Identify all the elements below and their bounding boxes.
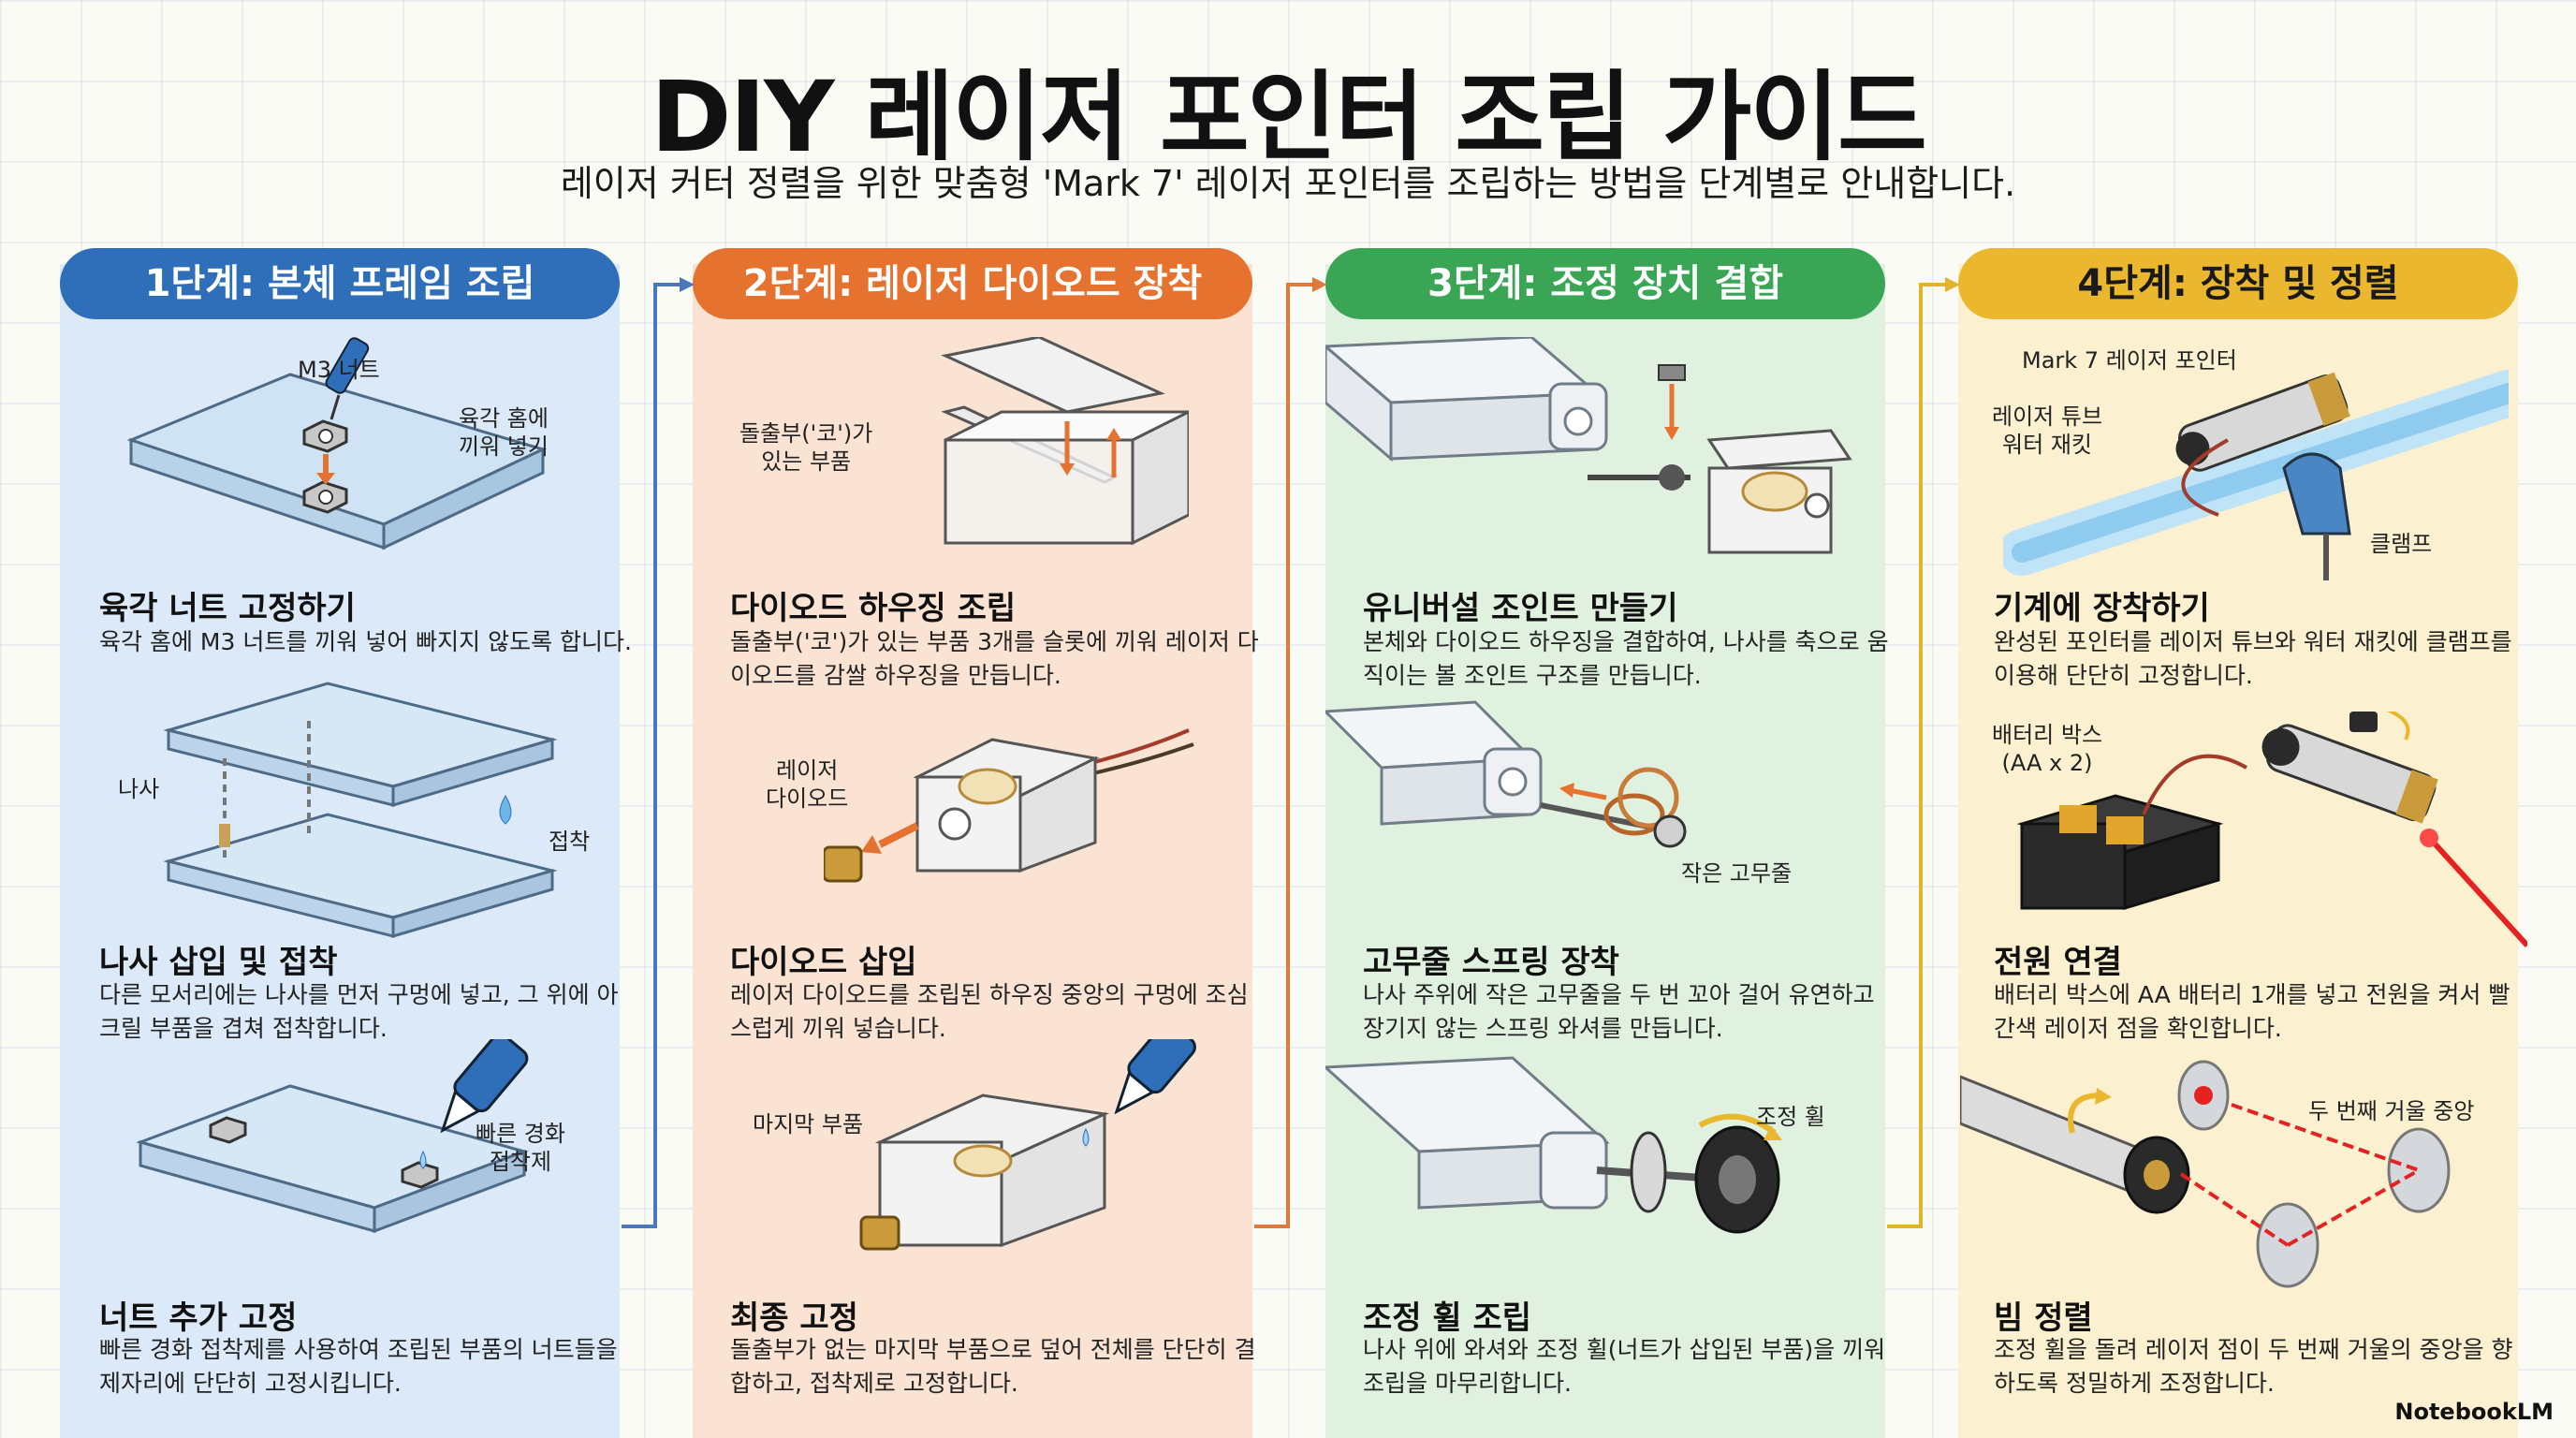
stage-4-header: 4단계: 장착 및 정렬	[1958, 248, 2518, 319]
stage-4-step-3-desc: 조정 휠을 돌려 레이저 점이 두 번째 거울의 중앙을 향하도록 정밀하게 조…	[1994, 1336, 2513, 1397]
stage-4-step-2-title: 전원 연결	[1994, 944, 2122, 981]
stage-1-step-1-title: 육각 너트 고정하기	[99, 590, 356, 627]
hex-groove-label: 육각 홈에 끼워 넣기	[459, 405, 549, 460]
fast-glue-label: 빠른 경화 접착제	[476, 1121, 565, 1175]
nose-part-label: 돌출부('코')가 있는 부품	[739, 420, 873, 475]
adjust-wheel-figure	[1325, 1056, 1782, 1234]
stage-4-step-3-title: 빔 정렬	[1994, 1299, 2093, 1337]
stage-4-step-2-desc: 배터리 박스에 AA 배터리 1개를 넣고 전원을 켜서 빨간색 레이저 점을 …	[1994, 981, 2510, 1042]
adjust-wheel-label: 조정 휠	[1756, 1104, 1825, 1130]
battery-box-label: 배터리 박스 (AA x 2)	[1992, 722, 2103, 776]
connector-arrow-1-2	[622, 277, 695, 1228]
mark7-label: Mark 7 레이저 포인터	[2022, 347, 2237, 374]
stage-1-header: 1단계: 본체 프레임 조립	[60, 248, 620, 319]
rubber-band-label: 작은 고무줄	[1681, 860, 1793, 887]
power-figure	[2016, 712, 2527, 948]
stage-2-step-2-desc: 레이저 다이오드를 조립된 하우징 중앙의 구멍에 조심스럽게 끼워 넣습니다.	[730, 981, 1249, 1042]
stage-4-step-1-title: 기계에 장착하기	[1994, 590, 2210, 627]
rubber-band-figure	[1325, 700, 1687, 848]
second-mirror-label: 두 번째 거울 중앙	[2308, 1098, 2475, 1124]
screw-glue-figure	[163, 682, 558, 939]
stage-2-step-1-desc: 돌출부('코')가 있는 부품 3개를 슬롯에 끼워 레이저 다이오드를 감쌀 …	[730, 628, 1259, 689]
stage-1-step-1-desc: 육각 홈에 M3 너트를 끼워 넣어 빠지지 않도록 합니다.	[99, 628, 632, 655]
connector-arrow-2-3	[1254, 277, 1327, 1228]
stage-1-step-2-title: 나사 삽입 및 접착	[99, 944, 338, 981]
stage-2-header: 2단계: 레이저 다이오드 장착	[693, 248, 1252, 319]
glue-label: 접착	[549, 829, 591, 855]
stage-3-step-1-desc: 본체와 다이오드 하우징을 결합하여, 나사를 축으로 움직이는 볼 조인트 구…	[1363, 628, 1889, 689]
universal-joint-figure	[1325, 337, 1852, 554]
final-fix-figure	[859, 1039, 1196, 1251]
stage-3-step-3-title: 조정 휠 조립	[1363, 1299, 1532, 1337]
screw-label: 나사	[118, 776, 160, 802]
stage-3-step-2-title: 고무줄 스프링 장착	[1363, 944, 1619, 981]
connector-arrow-3-4	[1887, 277, 1960, 1228]
page-title: DIY 레이저 포인터 조립 가이드	[651, 60, 1927, 174]
hex-nut-plate-figure	[126, 337, 548, 550]
water-jacket-label: 레이저 튜브 워터 재킷	[1992, 404, 2103, 458]
stage-3-step-2-desc: 나사 주위에 작은 고무줄을 두 번 꼬아 걸어 유연하고 장기지 않는 스프링…	[1363, 981, 1875, 1042]
stage-1-step-2-desc: 다른 모서리에는 나사를 먼저 구멍에 넣고, 그 위에 아크릴 부품을 겹쳐 …	[99, 981, 619, 1042]
stage-2-step-1-title: 다이오드 하우징 조립	[730, 590, 1017, 627]
diode-insert-figure	[824, 728, 1194, 883]
m3-nut-label: M3 너트	[298, 357, 380, 383]
diode-housing-figure	[941, 337, 1189, 546]
stage-3-header: 3단계: 조정 장치 결합	[1325, 248, 1885, 319]
stage-3-step-3-desc: 나사 위에 와셔와 조정 휠(너트가 삽입된 부품)을 끼워 조립을 마무리합니…	[1363, 1336, 1886, 1397]
last-part-label: 마지막 부품	[753, 1111, 864, 1137]
stage-2-step-3-title: 최종 고정	[730, 1299, 858, 1337]
stage-1-step-3-title: 너트 추가 고정	[99, 1299, 298, 1337]
beam-alignment-figure	[1960, 1060, 2451, 1288]
brand-label: NotebookLM	[2394, 1399, 2554, 1425]
stage-1-step-3-desc: 빠른 경화 접착제를 사용하여 조립된 부품의 너트들을 제자리에 단단히 고정…	[99, 1336, 618, 1397]
stage-2-step-3-desc: 돌출부가 없는 마지막 부품으로 덮어 전체를 단단히 결합하고, 접착제로 고…	[730, 1336, 1256, 1397]
page-subtitle: 레이저 커터 정렬을 위한 맞춤형 'Mark 7' 레이저 포인터를 조립하는…	[560, 163, 2016, 204]
stage-2-step-2-title: 다이오드 삽입	[730, 944, 917, 981]
clamp-label: 클램프	[2370, 531, 2433, 557]
nut-glue-figure	[136, 1039, 529, 1234]
laser-diode-label: 레이저 다이오드	[766, 757, 849, 812]
stage-4-step-1-desc: 완성된 포인터를 레이저 튜브와 워터 재킷에 클램프를 이용해 단단히 고정합…	[1994, 628, 2512, 689]
stage-3-step-1-title: 유니버설 조인트 만들기	[1363, 590, 1678, 627]
mount-figure	[2003, 370, 2509, 580]
